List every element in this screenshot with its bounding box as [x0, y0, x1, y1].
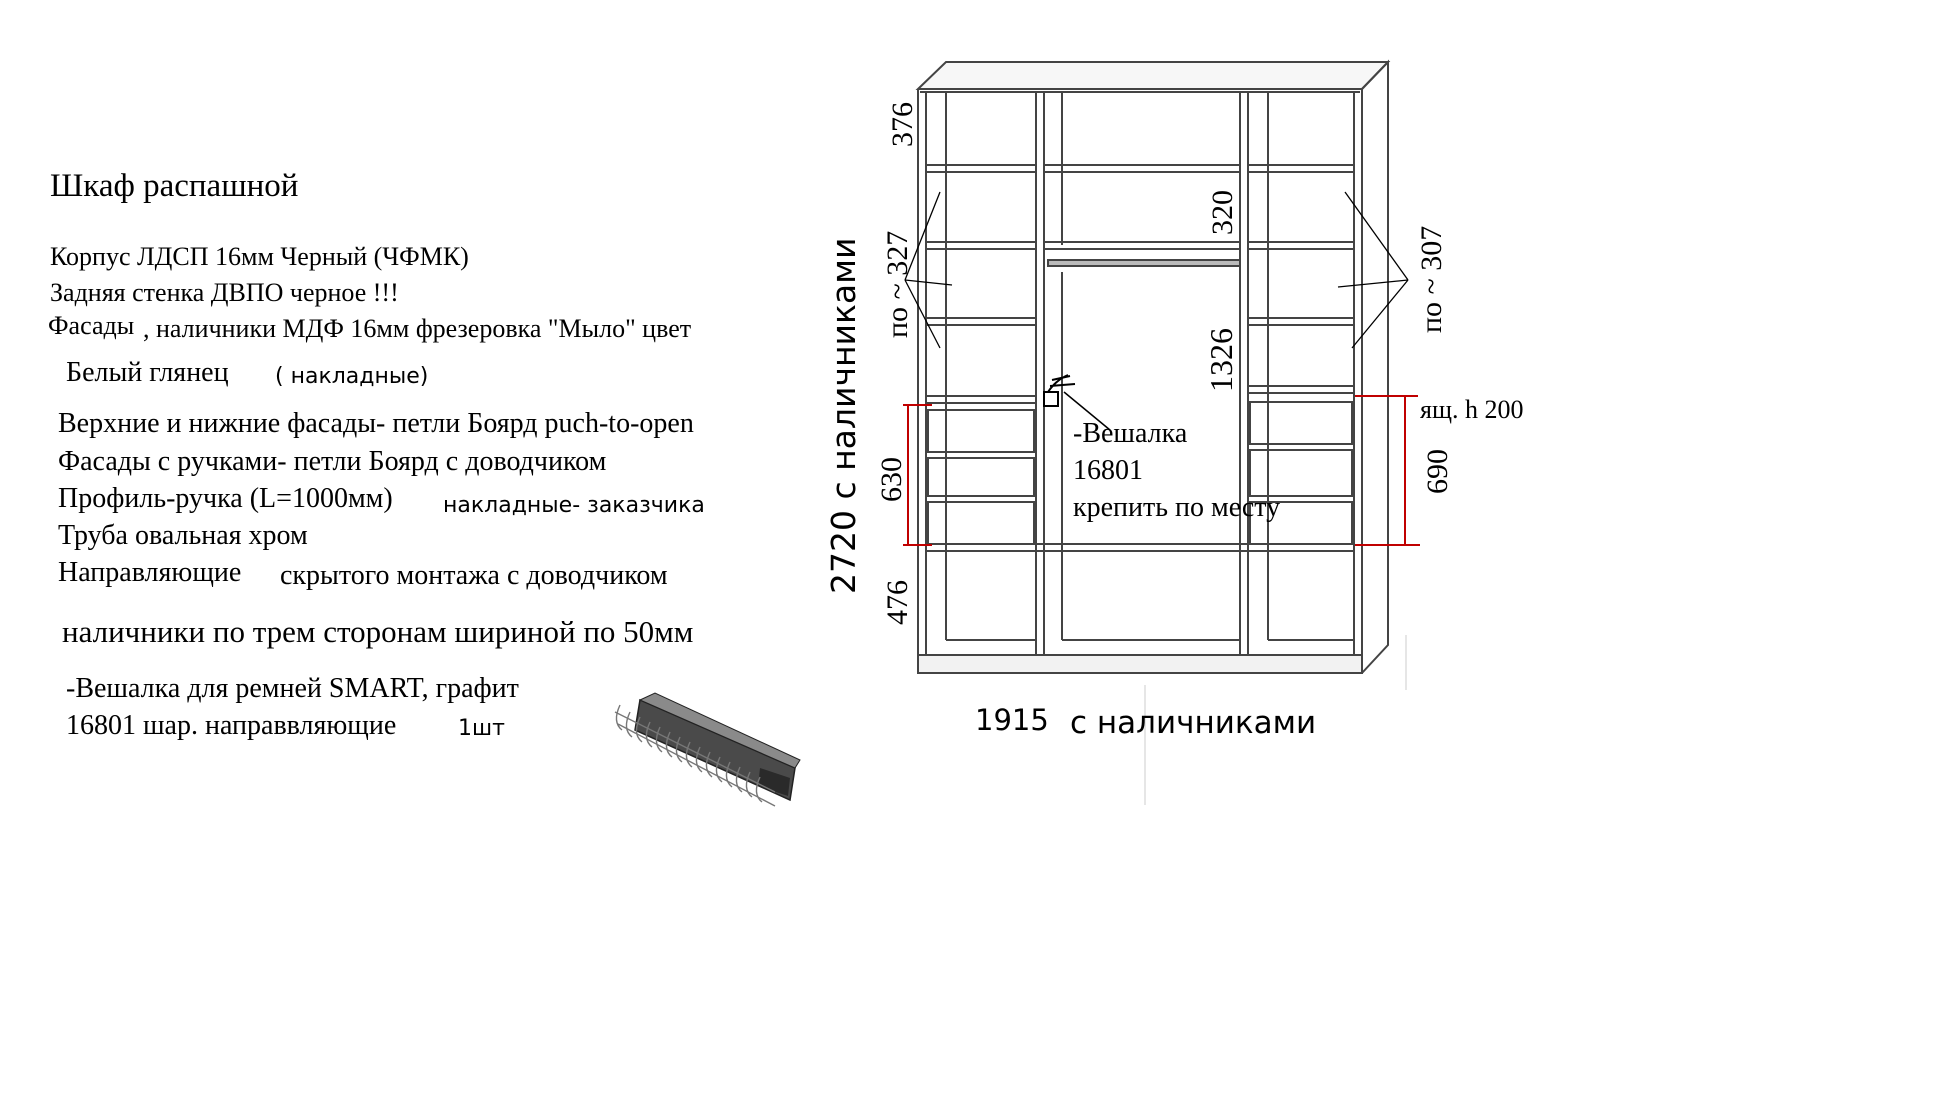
right-drawer-dimension-line [1355, 395, 1420, 546]
hanger-marker-icon [1043, 374, 1076, 407]
dim-right-shelves: по ~ 307 [1415, 226, 1448, 333]
spec-guides-type: скрытого монтажа с доводчиком [280, 560, 668, 591]
dim-center-rod: 1326 [1203, 328, 1239, 392]
spec-profile-handle: Профиль-ручка (L=1000мм) [58, 483, 393, 514]
callout-hanger-mount: крепить по месту [1073, 492, 1280, 523]
spec-title: Шкаф распашной [50, 168, 299, 204]
dim-left-shelves: по ~ 327 [881, 231, 914, 338]
belt-rack-illustration [614, 692, 801, 807]
spec-body-material: Корпус ЛДСП 16мм Черный (ЧФМК) [50, 242, 469, 271]
left-shelf-leaders [904, 191, 953, 349]
dim-total-width-note: с наличниками [1070, 705, 1316, 741]
callout-hanger-code: 16801 [1073, 455, 1143, 486]
spec-hinges-push: Верхние и нижние фасады- петли Боярд puc… [58, 408, 694, 439]
spec-tube: Труба овальная хром [58, 520, 308, 551]
dim-total-height: 2720 с наличниками [824, 238, 863, 594]
spec-facades-label: Фасады [48, 311, 135, 340]
callout-leader [1063, 391, 1111, 431]
dim-top-left: 376 [886, 102, 919, 147]
callout-hanger-title: -Вешалка [1073, 418, 1188, 449]
spec-gloss-mount: ( накладные) [275, 364, 429, 389]
spec-profile-note: накладные- заказчика [443, 493, 705, 518]
dim-left-drawers: 630 [875, 457, 908, 502]
dim-right-drawers: 690 [1421, 449, 1454, 494]
wardrobe-carcass [915, 59, 1391, 674]
dim-center-top: 320 [1206, 190, 1239, 235]
spec-facades-material: , наличники МДФ 16мм фрезеровка "Мыло" ц… [143, 314, 692, 343]
right-shelf-leaders [1337, 191, 1409, 349]
spec-guides-label: Направляющие [58, 557, 242, 588]
spec-gloss-color: Белый глянец [66, 357, 229, 388]
left-drawer-dimension-line [903, 404, 932, 546]
spec-belt-rack: -Вешалка для ремней SMART, графит [66, 673, 519, 704]
spec-belt-rack-qty: 1шт [458, 716, 505, 741]
spec-back-panel: Задняя стенка ДВПО черное !!! [50, 278, 399, 307]
spec-trims: наличники по трем сторонам шириной по 50… [62, 614, 694, 649]
dim-total-width-value: 1915 [975, 703, 1049, 737]
dim-drawer-height: ящ. h 200 [1420, 395, 1523, 424]
spec-belt-rack-guides: 16801 шар. направвляющие [66, 710, 397, 741]
dim-bottom-left: 476 [881, 580, 914, 625]
spec-hinges-closer: Фасады с ручками- петли Боярд с доводчик… [58, 446, 607, 477]
